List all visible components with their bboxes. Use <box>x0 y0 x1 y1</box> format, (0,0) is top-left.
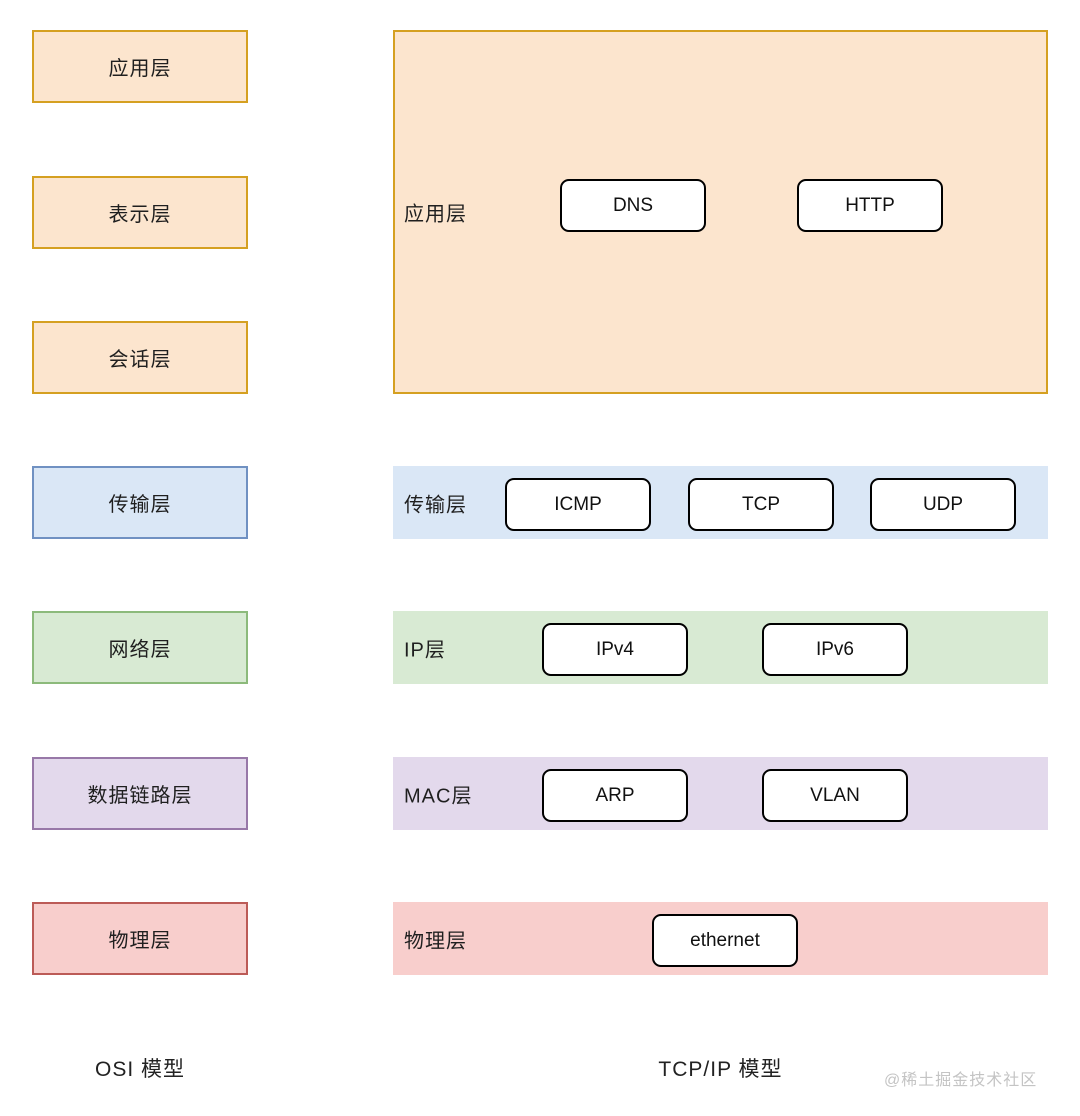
osi-layer-label: 网络层 <box>108 639 172 661</box>
protocol-chip-ethernet: ethernet <box>652 914 798 967</box>
protocol-chip-dns: DNS <box>560 179 706 232</box>
osi-layer-application: 应用层 <box>32 30 248 103</box>
osi-layer-label: 应用层 <box>108 58 172 80</box>
tcpip-row-label: 应用层 <box>404 203 467 226</box>
protocol-label: DNS <box>612 194 654 216</box>
protocol-chip-http: HTTP <box>797 179 943 232</box>
osi-layer-presentation: 表示层 <box>32 176 248 249</box>
tcpip-row-label: IP层 <box>404 639 446 661</box>
osi-layer-label: 表示层 <box>108 204 172 226</box>
osi-layer-datalink: 数据链路层 <box>32 757 248 830</box>
protocol-label: UDP <box>922 493 964 515</box>
protocol-chip-udp: UDP <box>870 478 1016 531</box>
osi-layer-network: 网络层 <box>32 611 248 684</box>
protocol-label: ethernet <box>690 929 760 951</box>
tcpip-model-caption: TCP/IP 模型 <box>658 1058 783 1081</box>
osi-layer-label: 数据链路层 <box>87 785 193 807</box>
protocol-chip-ipv6: IPv6 <box>762 623 908 676</box>
osi-layer-label: 会话层 <box>108 349 172 371</box>
osi-model-caption: OSI 模型 <box>94 1058 185 1081</box>
protocol-label: ARP <box>595 784 635 806</box>
tcpip-row-transport: 传输层 ICMP TCP UDP <box>393 466 1048 539</box>
tcpip-row-label: 传输层 <box>404 494 467 516</box>
watermark: @稀土掘金技术社区 <box>884 1072 1038 1089</box>
protocol-label: VLAN <box>810 784 860 806</box>
tcpip-row-physical: 物理层 ethernet <box>393 902 1048 975</box>
tcpip-row-label: MAC层 <box>404 785 473 807</box>
protocol-label: IPv4 <box>595 638 635 660</box>
protocol-label: TCP <box>742 493 780 515</box>
protocol-chip-tcp: TCP <box>688 478 834 531</box>
tcpip-row-mac: MAC层 ARP VLAN <box>393 757 1048 830</box>
protocol-chip-vlan: VLAN <box>762 769 908 822</box>
protocol-chip-ipv4: IPv4 <box>542 623 688 676</box>
protocol-chip-arp: ARP <box>542 769 688 822</box>
protocol-label: ICMP <box>554 493 602 515</box>
osi-layer-label: 物理层 <box>108 930 172 952</box>
tcpip-row-ip: IP层 IPv4 IPv6 <box>393 611 1048 684</box>
protocol-label: HTTP <box>845 194 895 216</box>
osi-layer-transport: 传输层 <box>32 466 248 539</box>
osi-layer-physical: 物理层 <box>32 902 248 975</box>
osi-layer-label: 传输层 <box>108 494 172 516</box>
protocol-chip-icmp: ICMP <box>505 478 651 531</box>
tcpip-row-application: 应用层 DNS HTTP <box>393 30 1048 394</box>
tcpip-row-label: 物理层 <box>404 930 467 952</box>
protocol-label: IPv6 <box>815 638 855 660</box>
osi-layer-session: 会话层 <box>32 321 248 394</box>
